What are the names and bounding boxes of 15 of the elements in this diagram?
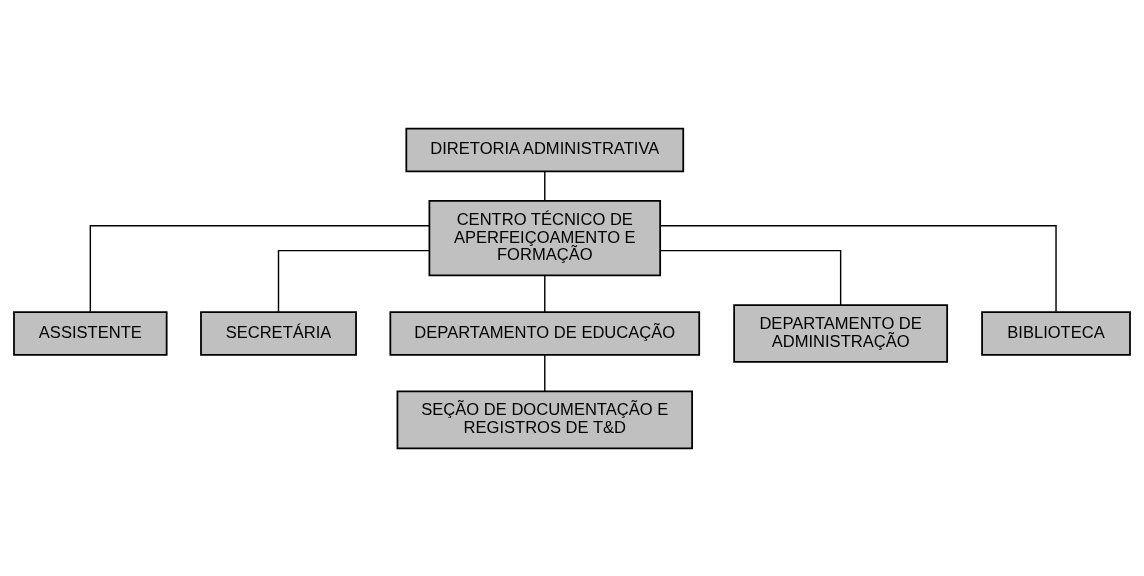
- connector: [659, 224, 1057, 312]
- node-box: DIRETORIA ADMINISTRATIVA: [405, 127, 685, 172]
- node-box: BIBLIOTECA: [981, 310, 1131, 356]
- connector: [544, 353, 546, 392]
- node-box: DEPARTAMENTO DE EDUCAÇÃO: [389, 310, 701, 356]
- connector: [544, 170, 546, 202]
- node-box: ASSISTENTE: [13, 310, 168, 356]
- connector: [544, 274, 546, 313]
- node-box: CENTRO TÉCNICO DE APERFEIÇOAMENTO E FORMAÇÃO: [428, 199, 662, 276]
- node-box: SEÇÃO DE DOCUMENTAÇÃO E REGISTROS DE T&D: [396, 390, 693, 449]
- node-box: SECRETÁRIA: [200, 310, 357, 356]
- connector: [89, 224, 430, 312]
- connector: [277, 249, 430, 313]
- connector: [659, 249, 842, 306]
- node-box: DEPARTAMENTO DE ADMINISTRAÇÃO: [733, 303, 949, 363]
